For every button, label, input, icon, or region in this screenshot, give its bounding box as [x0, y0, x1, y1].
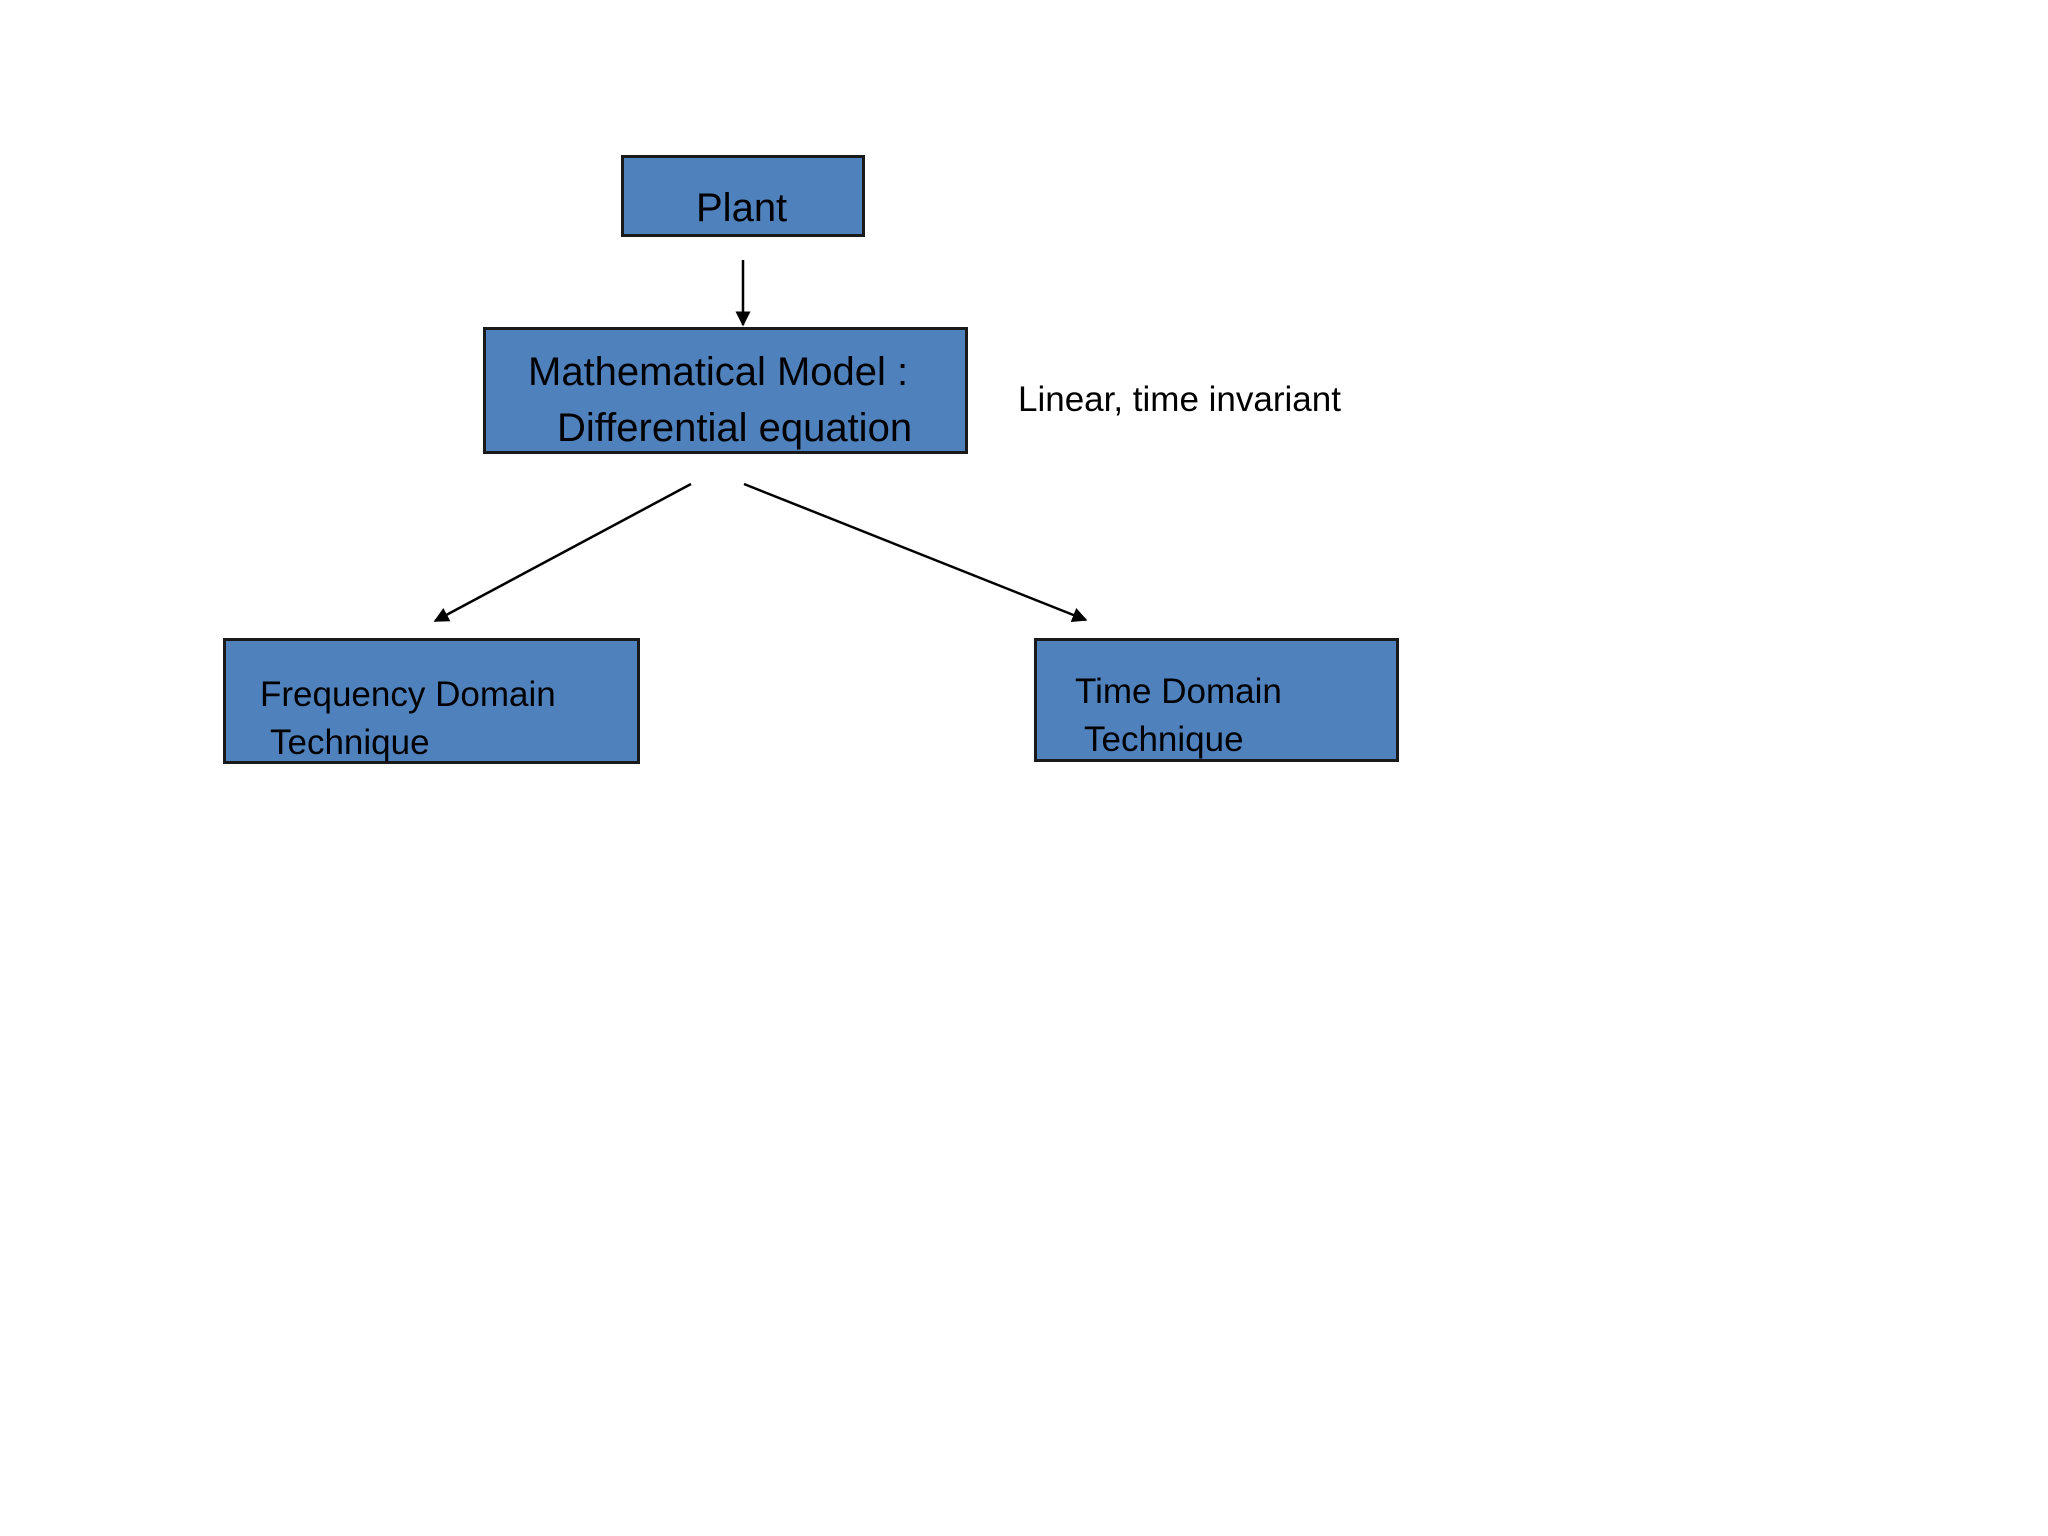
- edge-model-to-frequency-arrow: [433, 482, 692, 623]
- mathematical-model-node: Mathematical Model : Differential equati…: [483, 327, 968, 454]
- time-label-line1: Time Domain: [1075, 672, 1282, 711]
- frequency-domain-node: Frequency Domain Technique: [223, 638, 640, 764]
- edge-model-to-time-arrow: [743, 482, 1088, 622]
- plant-node: Plant: [621, 155, 865, 237]
- time-domain-node: Time Domain Technique: [1034, 638, 1399, 762]
- model-label-line1: Mathematical Model :: [528, 350, 909, 394]
- frequency-label-line2: Technique: [270, 723, 430, 762]
- time-label-line2: Technique: [1084, 720, 1244, 759]
- frequency-label-line1: Frequency Domain: [260, 675, 556, 714]
- linear-time-invariant-annotation: Linear, time invariant: [1018, 380, 1341, 419]
- model-label-line2: Differential equation: [557, 406, 913, 450]
- plant-label: Plant: [696, 186, 788, 230]
